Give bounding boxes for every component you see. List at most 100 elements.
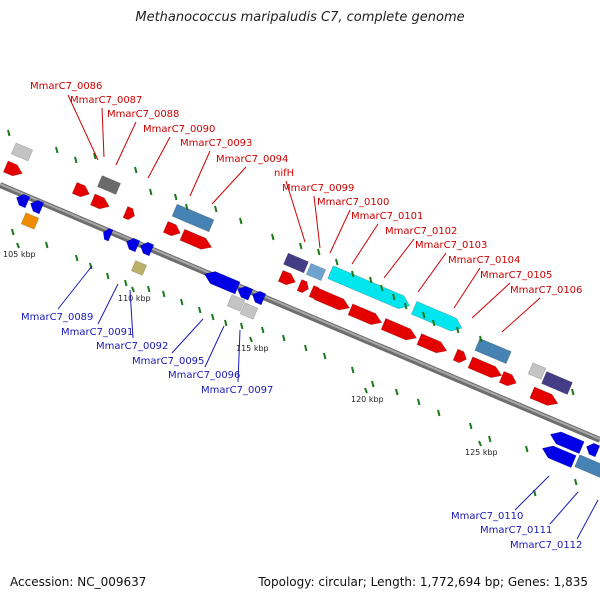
forward-leader-line: [101, 107, 105, 158]
forward-gene-arrow: [122, 206, 135, 221]
forward-gene-label: MmarC7_0100: [317, 197, 389, 208]
reverse-gene-arrow: [574, 454, 600, 480]
tick-mark: [417, 398, 421, 406]
tick-mark: [271, 233, 275, 241]
tick-mark: [261, 326, 265, 334]
forward-gene-arrow: [313, 288, 351, 311]
tick-mark: [211, 313, 215, 321]
tick-mark: [525, 445, 529, 453]
forward-gene-arrow: [71, 181, 90, 198]
reverse-leader-line: [129, 289, 134, 339]
reverse-leader-line: [576, 499, 599, 540]
gene-feature: [527, 362, 547, 380]
kbp-tick: [131, 286, 135, 293]
forward-gene-arrow: [2, 160, 23, 177]
forward-leader-line: [453, 267, 481, 309]
kbp-tick: [364, 387, 368, 394]
tick-mark: [351, 270, 355, 278]
gene-feature: [283, 252, 309, 274]
forward-leader-line: [211, 166, 247, 205]
tick-mark: [317, 248, 321, 256]
forward-leader-line: [313, 195, 321, 249]
reverse-gene-arrow: [16, 193, 31, 209]
tick-mark: [369, 276, 373, 284]
reverse-gene-arrow: [237, 285, 254, 301]
reverse-leader-line: [237, 329, 241, 383]
reverse-gene-arrow: [140, 241, 155, 257]
tick-mark: [574, 478, 578, 486]
accession-text: Accession: NC_009637: [10, 575, 147, 589]
tick-mark: [74, 156, 78, 164]
kbp-tick: [478, 440, 482, 447]
forward-gene-arrow: [277, 269, 296, 286]
tick-mark: [198, 306, 202, 314]
tick-mark: [106, 272, 110, 280]
forward-gene-arrow: [179, 228, 213, 250]
reverse-gene-arrow: [239, 302, 259, 320]
reverse-gene-arrow: [102, 227, 114, 242]
tick-mark: [392, 293, 396, 301]
gene-feature: [474, 337, 512, 365]
reverse-gene-label: MmarC7_0110: [451, 511, 523, 522]
reverse-gene-arrow: [203, 271, 241, 295]
reverse-gene-arrow: [30, 199, 45, 215]
forward-gene-label: MmarC7_0087: [70, 95, 142, 106]
forward-gene-label: MmarC7_0102: [385, 226, 457, 237]
tick-mark: [437, 409, 441, 417]
gene-feature: [305, 262, 327, 282]
forward-gene-arrow: [416, 333, 448, 354]
tick-mark: [488, 435, 492, 443]
tick-mark: [45, 241, 49, 249]
forward-gene-label: MmarC7_0101: [351, 211, 423, 222]
tick-mark: [7, 129, 11, 137]
tick-mark: [371, 380, 375, 388]
forward-gene-label: MmarC7_0105: [480, 270, 552, 281]
forward-gene-arrow: [467, 356, 503, 378]
tick-mark: [180, 298, 184, 306]
tick-mark: [239, 217, 243, 225]
forward-leader-line: [147, 136, 171, 179]
forward-gene-label: MmarC7_0103: [415, 240, 487, 251]
forward-gene-arrow: [89, 193, 110, 210]
tick-mark: [93, 152, 97, 160]
genome-backbone-highlight: [0, 183, 600, 440]
gene-feature: [97, 175, 121, 195]
reverse-gene-label: MmarC7_0097: [201, 385, 273, 396]
tick-mark: [571, 388, 575, 396]
forward-gene-arrow: [380, 318, 418, 341]
tick-mark: [149, 188, 153, 196]
kbp-position-label: 110 kbp: [118, 294, 151, 303]
tick-mark: [282, 334, 286, 342]
gene-feature: [10, 142, 34, 162]
tick-mark: [469, 422, 473, 430]
tick-mark: [432, 319, 436, 327]
reverse-gene-label: MmarC7_0089: [21, 312, 93, 323]
forward-gene-label: MmarC7_0106: [510, 285, 582, 296]
reverse-gene-arrow: [252, 290, 267, 306]
forward-leader-line: [115, 121, 137, 166]
tick-mark: [304, 344, 308, 352]
tick-mark: [134, 166, 138, 174]
tick-mark: [335, 258, 339, 266]
tick-mark: [89, 262, 93, 270]
forward-leader-line: [329, 209, 351, 254]
forward-gene-label: MmarC7_0104: [448, 255, 520, 266]
forward-gene-label: MmarC7_0090: [143, 124, 215, 135]
genome-summary-text: Topology: circular; Length: 1,772,694 bp…: [258, 575, 588, 589]
tick-mark: [214, 205, 218, 213]
forward-gene-arrow: [296, 279, 309, 294]
tick-mark: [224, 319, 228, 327]
reverse-gene-arrow: [130, 260, 148, 276]
kbp-position-label: 120 kbp: [351, 395, 384, 404]
tick-mark: [380, 284, 384, 292]
forward-gene-label: MmarC7_0086: [30, 81, 102, 92]
gene-feature: [541, 371, 573, 395]
tick-mark: [422, 311, 426, 319]
forward-gene-label: nifH: [274, 168, 294, 179]
reverse-leader-line: [97, 283, 119, 325]
tick-mark: [75, 254, 79, 262]
reverse-gene-label: MmarC7_0091: [61, 327, 133, 338]
reverse-gene-arrow: [541, 445, 577, 469]
forward-leader-line: [67, 94, 99, 161]
